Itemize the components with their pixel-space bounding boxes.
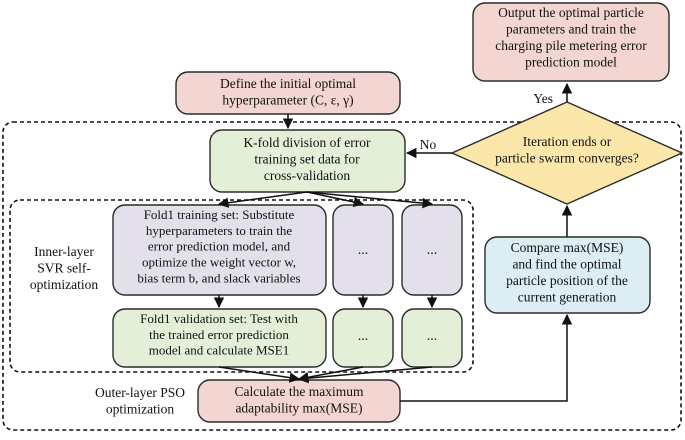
define-hyperparameter-text-line: Define the initial optimal xyxy=(220,76,356,91)
ellipsis-text-3: ... xyxy=(358,329,369,344)
calculate-max-mse-text-line: Calculate the maximum xyxy=(235,384,364,399)
decision-diamond xyxy=(450,101,684,205)
output-model-text-line: charging pile metering error xyxy=(495,38,647,53)
inner-svr-region xyxy=(9,199,474,373)
kfold-division-text-line: K-fold division of error xyxy=(243,135,371,150)
define-hyperparameter-text-line: hyperparameter (C, ε, γ) xyxy=(222,92,353,107)
inner-layer-label-line: optimization xyxy=(30,277,98,292)
inner-layer-label-line: Inner-layer xyxy=(34,244,94,259)
compare-max-mse-text-line: Compare max(MSE) xyxy=(511,240,624,255)
ellipsis-text-4: ... xyxy=(427,329,438,344)
arrow-ellipsis-4-to-calc xyxy=(297,366,433,384)
arrow-ellipsis-3-to-calc xyxy=(297,366,364,383)
inner-layer-label-line: SVR self- xyxy=(37,260,91,275)
decision-text-line: particle swarm converges? xyxy=(495,150,639,165)
calculate-max-mse-text-line: adaptability max(MSE) xyxy=(235,400,362,415)
fold1-validation-text-line: model and calculate MSE1 xyxy=(149,343,289,358)
fold1-training-text-line: error prediction model, and xyxy=(148,239,291,254)
outer-pso-region xyxy=(2,121,682,431)
output-model-text-line: Output the optimal particle xyxy=(498,5,644,20)
kfold-division-text-line: cross-validation xyxy=(264,168,350,183)
decision-text-line: Iteration ends or xyxy=(523,134,612,149)
yes-label: Yes xyxy=(533,91,553,106)
ellipsis-text-2: ... xyxy=(427,243,438,258)
kfold-division-text-line: training set data for xyxy=(254,151,360,166)
fold1-training-text-line: Fold1 training set: Substitute xyxy=(144,207,295,222)
outer-layer-label-line: Outer-layer PSO xyxy=(95,385,185,400)
no-label: No xyxy=(420,137,437,152)
fold1-validation-text-line: the trained error prediction xyxy=(149,327,289,342)
output-model-text-line: parameters and train the xyxy=(506,21,636,36)
output-model-text-line: prediction model xyxy=(525,54,617,69)
ellipsis-text-1: ... xyxy=(358,243,369,258)
fold1-training-text-line: hyperparameters to train the xyxy=(146,223,292,238)
compare-max-mse-text-line: current generation xyxy=(518,289,617,304)
arrow-kfold-to-fold1 xyxy=(217,191,308,208)
fold1-training-text-line: bias term b, and slack variables xyxy=(137,270,300,285)
fold1-validation-text-line: Fold1 validation set: Test with xyxy=(140,311,298,326)
arrow-kfold-to-ellipsis-1 xyxy=(306,191,365,208)
fold1-training-text-line: optimize the weight vector w, xyxy=(142,255,296,270)
output-model-box xyxy=(472,2,670,82)
compare-max-mse-text: Compare max(MSE)and find the optimal part… xyxy=(506,240,628,304)
arrow-calc-to-compare xyxy=(400,313,573,402)
compare-max-mse-text-line: particle position of the xyxy=(506,273,628,288)
arrow-valid-to-calc xyxy=(218,366,301,383)
outer-layer-label-line: optimization xyxy=(106,401,174,416)
arrow-kfold-to-ellipsis-2 xyxy=(306,191,434,209)
compare-max-mse-text-line: and find the optimal xyxy=(512,256,621,271)
